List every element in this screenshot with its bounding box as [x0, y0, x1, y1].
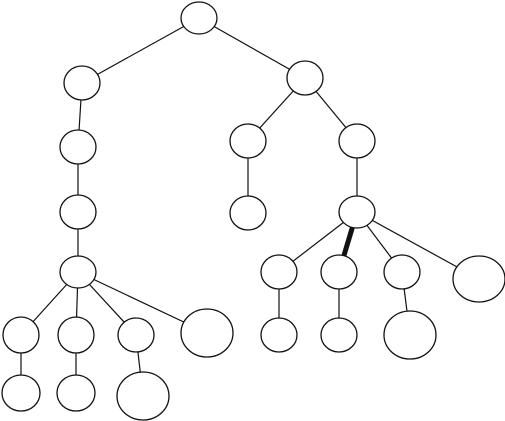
- tree-node-a1: [59, 129, 97, 165]
- edge-root-to-b: [198, 17, 306, 79]
- tree-node-b1: [229, 123, 267, 159]
- tree-node-b2-a-c1: [260, 254, 298, 290]
- tree-node-b2-a-c4: [452, 255, 505, 303]
- tree-node-a3-c2: [57, 316, 95, 354]
- tree-node-a2: [59, 194, 97, 230]
- tree-node-a3-c1: [2, 316, 40, 354]
- tree-node-b2-a-c2-leaf: [320, 317, 358, 353]
- tree-node-b2-a: [338, 195, 376, 229]
- tree-node-a3: [59, 255, 97, 289]
- edge-root-to-a: [81, 17, 200, 84]
- tree-node-b2-a-c3: [383, 254, 421, 290]
- tree-node-b2-a-c1-leaf: [260, 317, 298, 353]
- tree-node-a3-c2-leaf: [56, 374, 96, 412]
- tree-node-a3-c1-leaf: [1, 374, 41, 412]
- tree-node-b2-a-c3-leaf: [383, 310, 437, 360]
- tree-node-root: [180, 1, 218, 35]
- tree-node-a3-c3-leaf: [116, 371, 170, 421]
- tree-node-b2-a-c2: [320, 254, 358, 290]
- tree-node-b: [286, 60, 324, 96]
- tree-node-a3-c3: [117, 317, 155, 353]
- tree-node-b1-leaf: [229, 195, 267, 231]
- tree-node-a: [63, 65, 101, 101]
- tree-node-a3-c4: [180, 308, 234, 358]
- tree-node-b2: [338, 123, 376, 159]
